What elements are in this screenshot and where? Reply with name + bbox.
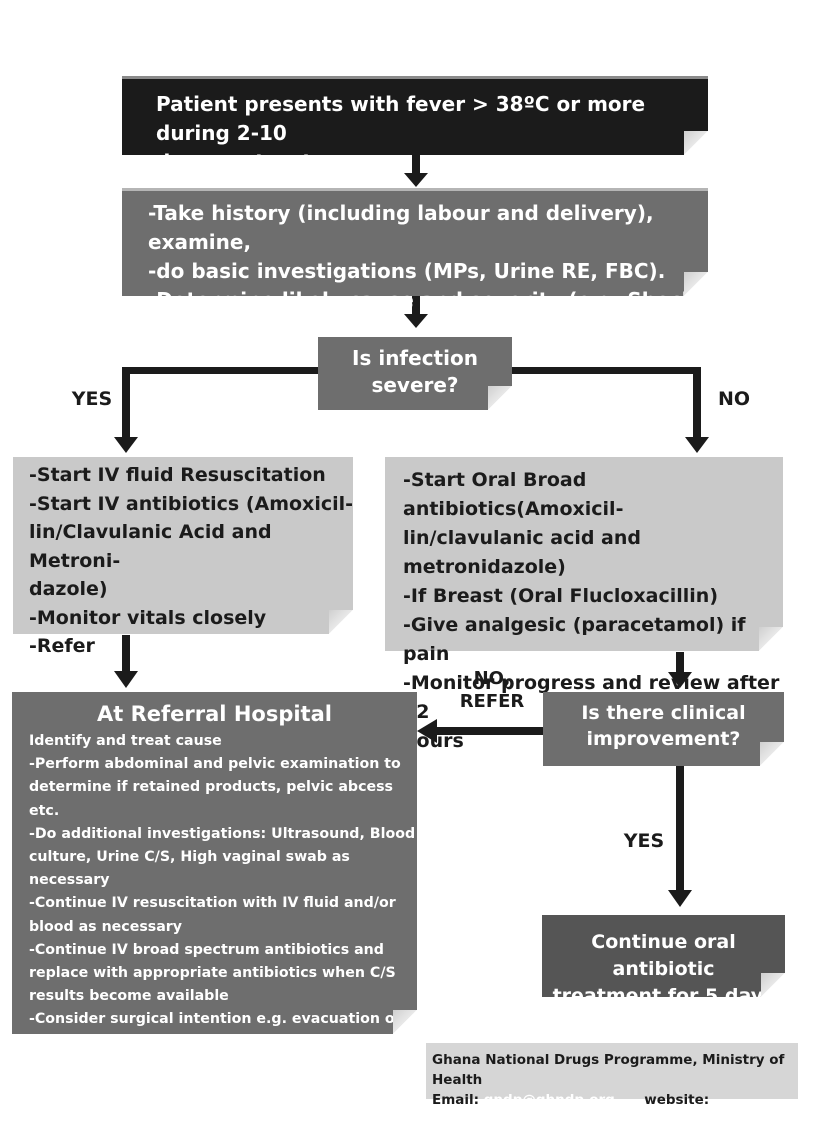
yes-label-bottom: YES [623, 830, 665, 852]
page-fold [759, 627, 783, 651]
footer-credit: Ghana National Drugs Programme, Ministry… [426, 1043, 798, 1128]
footer-website-label: website: [644, 1092, 710, 1108]
no-refer-label-text: NO, REFER [459, 668, 525, 712]
page-fold [761, 973, 785, 997]
oral-treatment-box: -Start Oral Broad antibiotics(Amoxicil- … [385, 457, 783, 752]
no-refer-label: NO, REFER [452, 667, 532, 713]
referral-hospital-text: Identify and treat cause -Perform abdomi… [29, 733, 416, 1051]
history-box: -Take history (including labour and deli… [122, 188, 708, 312]
improvement-decision-box: Is there clinical improvement? [543, 692, 784, 766]
history-box-text: -Take history (including labour and deli… [148, 201, 705, 312]
page-fold [393, 1010, 417, 1034]
referral-hospital-title: At Referral Hospital [97, 702, 332, 726]
continue-antibiotic-box: Continue oral antibiotic treatment for 5… [542, 915, 785, 1007]
iv-treatment-text: -Start IV fluid Resuscitation -Start IV … [29, 464, 354, 657]
footer-email[interactable]: gndp@ghndp.org [483, 1092, 615, 1108]
footer-email-label: Email: [432, 1092, 480, 1108]
referral-hospital-box: At Referral Hospital Identify and treat … [12, 692, 417, 1051]
severity-decision-text: Is infection severe? [352, 346, 478, 397]
severity-decision-box: Is infection severe? [318, 337, 512, 410]
no-label-right: NO [717, 388, 751, 410]
footer-website[interactable]: www.ghndp.org [432, 1112, 553, 1128]
page-fold [329, 610, 353, 634]
page-fold [488, 386, 512, 410]
continue-antibiotic-text: Continue oral antibiotic treatment for 5… [552, 931, 775, 1007]
footer-organisation: Ghana National Drugs Programme, Ministry… [432, 1052, 785, 1088]
page-fold [684, 272, 708, 296]
yes-label-left: YES [71, 388, 113, 410]
iv-treatment-box: -Start IV fluid Resuscitation -Start IV … [13, 457, 353, 657]
start-box: Patient presents with fever > 38ºC or mo… [122, 76, 708, 174]
page-fold [684, 131, 708, 155]
improvement-decision-text: Is there clinical improvement? [581, 702, 746, 750]
page-fold [760, 742, 784, 766]
footer-contact: Email: gndp@ghndp.org website: www.ghndp… [432, 1090, 798, 1130]
start-box-text: Patient presents with fever > 38ºC or mo… [156, 92, 646, 174]
oral-treatment-text: -Start Oral Broad antibiotics(Amoxicil- … [403, 469, 780, 752]
